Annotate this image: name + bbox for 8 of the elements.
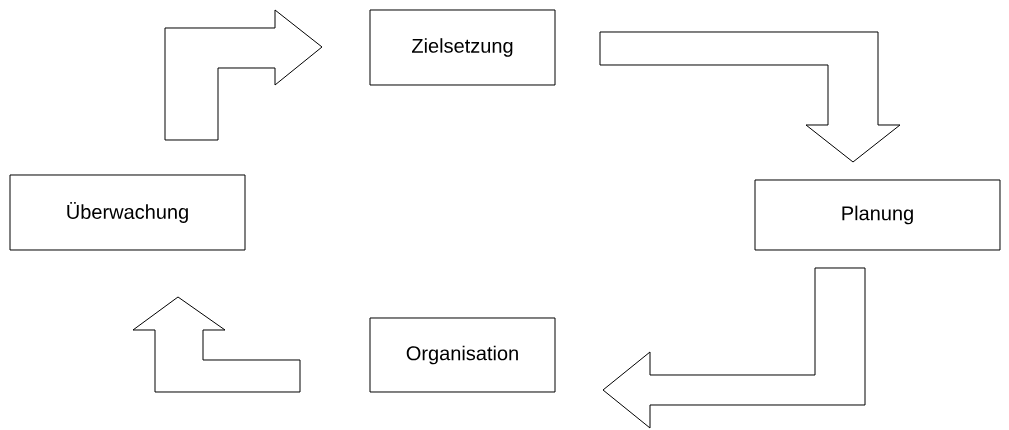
block-arrow (132, 296, 301, 393)
process-box: Überwachung (9, 174, 246, 251)
block-arrow (599, 31, 901, 163)
process-box: Planung (754, 179, 1001, 251)
process-box: Zielsetzung (369, 9, 556, 86)
block-arrow (602, 267, 866, 429)
block-arrow (164, 9, 323, 141)
process-box: Organisation (369, 317, 556, 393)
